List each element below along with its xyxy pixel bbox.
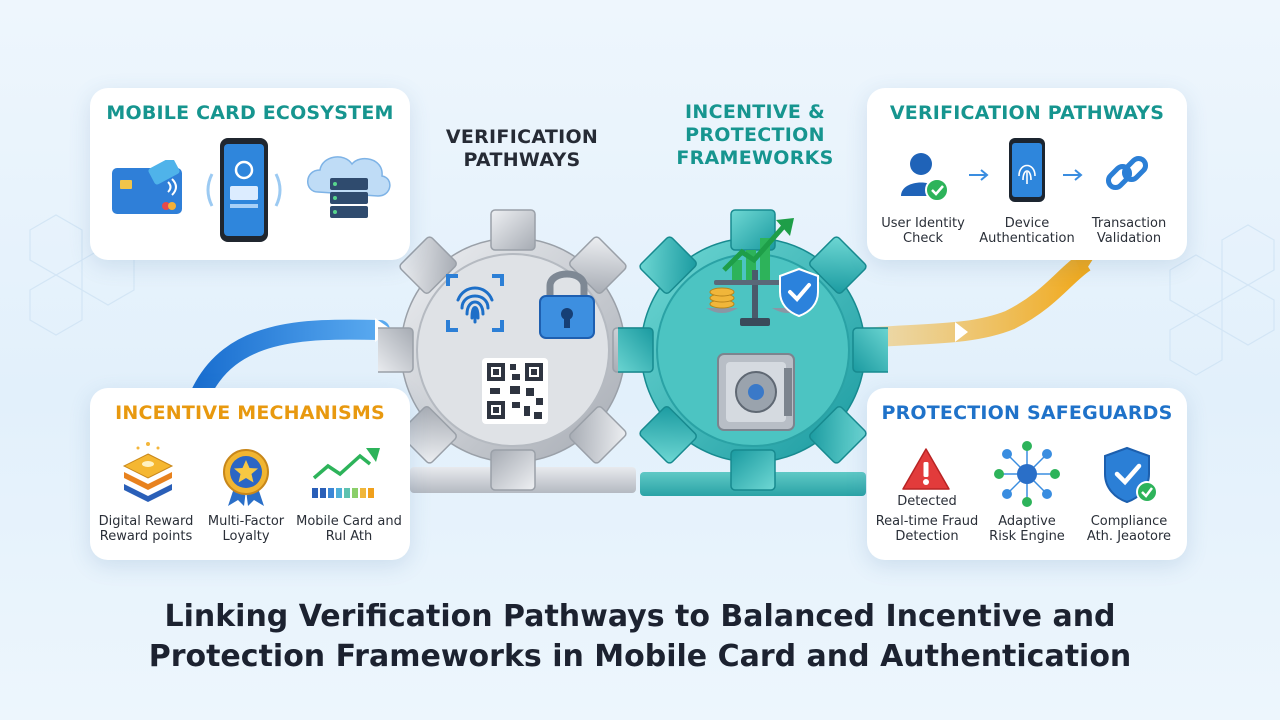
gear-right-title-line1: INCENTIVE &	[685, 101, 825, 123]
panel-title-verification: VERIFICATION PATHWAYS	[889, 102, 1165, 124]
incentive-label-mobile-card: Mobile Card and Rul Ath	[292, 514, 406, 544]
protection-label-compliance-line1: Compliance	[1090, 514, 1168, 529]
warning-icon	[902, 448, 950, 490]
step-label-transaction-line2: Validation	[1096, 231, 1162, 246]
gear-left-title: VERIFICATION PATHWAYS	[432, 126, 612, 172]
gear-right-title-line3: FRAMEWORKS	[676, 147, 834, 169]
step-label-identity-line1: User Identity	[881, 216, 965, 231]
protection-label-fraud-line2: Detection	[895, 529, 959, 544]
panel-protection-safeguards: PROTECTION SAFEGUARDS Detected Real-time…	[867, 388, 1187, 560]
protection-label-detected: Detected	[897, 494, 957, 509]
fingerprint-phone-icon	[1009, 138, 1045, 202]
credit-card-icon	[112, 160, 182, 214]
vault-icon	[717, 353, 795, 431]
page-headline: Linking Verification Pathways to Balance…	[0, 597, 1280, 677]
gear-right-title: INCENTIVE & PROTECTION FRAMEWORKS	[660, 101, 850, 170]
cloud-server-icon	[307, 156, 391, 218]
panel-title-ecosystem: MOBILE CARD ECOSYSTEM	[106, 102, 394, 124]
step-label-identity: User Identity Check	[873, 216, 973, 246]
incentive-label-reward-line1: Digital Reward	[98, 514, 194, 529]
step-label-transaction-line1: Transaction	[1091, 216, 1167, 231]
incentive-label-loyalty-line2: Loyalty	[222, 529, 270, 544]
incentive-label-mobile-card-line2: Rul Ath	[325, 529, 373, 544]
qr-code-icon	[482, 358, 548, 424]
step-label-transaction: Transaction Validation	[1079, 216, 1179, 246]
arrow-right-icon	[969, 169, 989, 181]
protection-label-compliance-line2: Ath. Jeaotore	[1086, 529, 1172, 544]
reward-stack-icon	[122, 442, 174, 502]
step-label-identity-line2: Check	[903, 231, 943, 246]
panel-title-incentive: INCENTIVE MECHANISMS	[115, 402, 385, 424]
chain-link-icon	[1105, 155, 1149, 191]
shield-check-icon	[1104, 446, 1158, 504]
gear-left-title-line1: VERIFICATION	[445, 126, 599, 148]
network-hub-icon	[994, 441, 1060, 507]
incentive-label-loyalty-line1: Multi-Factor	[207, 514, 285, 529]
protection-label-compliance: Compliance Ath. Jeaotore	[1079, 514, 1179, 544]
blue-flow-arrow	[190, 319, 390, 405]
padlock-icon	[539, 270, 595, 339]
panel-incentive-mechanisms: INCENTIVE MECHANISMS Digital Reward Rewa…	[90, 388, 410, 560]
protection-label-risk: Adaptive Risk Engine	[977, 514, 1077, 544]
arrow-right-icon-2	[1063, 169, 1083, 181]
gear-left-title-line2: PATHWAYS	[463, 149, 581, 171]
panel-title-protection: PROTECTION SAFEGUARDS	[881, 402, 1173, 424]
step-label-device-line2: Authentication	[979, 231, 1075, 246]
protection-label-fraud: Real-time Fraud Detection	[871, 514, 983, 544]
star-medal-icon	[223, 449, 269, 506]
protection-label-risk-line1: Adaptive	[998, 514, 1056, 529]
growth-chart-icon	[312, 448, 380, 498]
step-label-device: Device Authentication	[973, 216, 1081, 246]
gear-verification	[378, 209, 648, 493]
fingerprint-icon	[446, 274, 504, 332]
smartphone-icon	[206, 138, 282, 242]
headline-line2: Protection Frameworks in Mobile Card and…	[148, 639, 1132, 674]
gear-right-title-line2: PROTECTION	[685, 124, 825, 146]
protection-label-fraud-line1: Real-time Fraud	[875, 514, 979, 529]
step-label-device-line1: Device	[1004, 216, 1050, 231]
panel-verification-pathways: VERIFICATION PATHWAYS User Identity Chec…	[867, 88, 1187, 260]
protection-label-risk-line2: Risk Engine	[989, 529, 1065, 544]
incentive-label-reward-line2: Reward points	[99, 529, 193, 544]
incentive-label-loyalty: Multi-Factor Loyalty	[196, 514, 296, 544]
shield-icon	[779, 267, 819, 318]
incentive-label-reward: Digital Reward Reward points	[94, 514, 198, 544]
panel-mobile-card-ecosystem: MOBILE CARD ECOSYSTEM	[90, 88, 410, 260]
headline-line1: Linking Verification Pathways to Balance…	[164, 599, 1116, 634]
user-check-icon	[901, 153, 949, 202]
incentive-label-mobile-card-line1: Mobile Card and	[296, 514, 402, 529]
